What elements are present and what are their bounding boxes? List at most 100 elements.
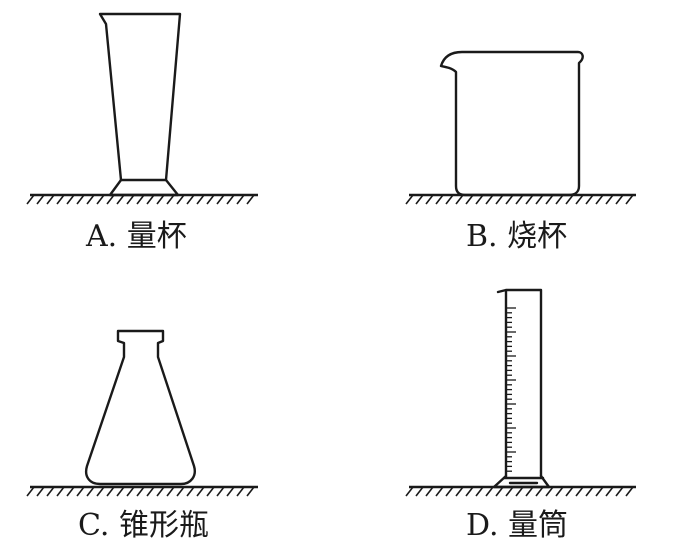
ground-hatch-mark: [56, 194, 65, 205]
ground-hatch-mark: [495, 486, 504, 497]
ground-hatch-mark: [605, 194, 614, 205]
ground-hatch-mark: [226, 486, 235, 497]
ground-hatch-mark: [116, 486, 125, 497]
ground-hatch-mark: [46, 486, 55, 497]
ground-hatch-mark: [56, 486, 65, 497]
ground-hatch-mark: [545, 194, 554, 205]
ground-hatch-mark: [36, 486, 45, 497]
ground-hatch-mark: [196, 194, 205, 205]
ground-hatch-mark: [136, 486, 145, 497]
ground-hatch-mark: [615, 194, 624, 205]
ground-hatch-mark: [186, 486, 195, 497]
ground-hatch-mark: [405, 486, 414, 497]
ground-hatch-mark: [166, 486, 175, 497]
ground-hatch-mark: [206, 194, 215, 205]
ground-hatch-mark: [216, 194, 225, 205]
ground-hatch-mark: [595, 486, 604, 497]
ground-hatch-mark: [465, 486, 474, 497]
ground-hatch-mark: [146, 194, 155, 205]
ground-hatch-mark: [36, 194, 45, 205]
ground-hatch-mark: [485, 194, 494, 205]
ground-hatch-mark: [76, 486, 85, 497]
ground-hatch-mark: [96, 486, 105, 497]
ground-hatch-mark: [86, 486, 95, 497]
ground-hatch-mark: [605, 486, 614, 497]
beaker-icon: [439, 50, 584, 197]
ground-line-b: [405, 193, 636, 205]
ground-hatch-mark: [465, 194, 474, 205]
ground-hatch-mark: [246, 194, 255, 205]
ground-hatch-mark: [86, 194, 95, 205]
ground-hatch-mark: [485, 486, 494, 497]
ground-hatch-mark: [585, 486, 594, 497]
ground-hatch-mark: [545, 486, 554, 497]
ground-hatch-mark: [555, 194, 564, 205]
caption-d: D. 量筒: [466, 508, 569, 543]
ground-hatch-mark: [206, 486, 215, 497]
ground-hatch-mark: [66, 194, 75, 205]
ground-hatch-mark: [565, 194, 574, 205]
option-c-panel: [26, 329, 258, 497]
ground-hatch-mark: [565, 486, 574, 497]
ground-hatch-mark: [505, 194, 514, 205]
ground-hatch-mark: [425, 486, 434, 497]
ground-hatch-mark: [236, 486, 245, 497]
ground-hatch-mark: [505, 486, 514, 497]
ground-hatch-mark: [176, 486, 185, 497]
ground-hatch-mark: [615, 486, 624, 497]
ground-hatch-mark: [575, 194, 584, 205]
option-a-panel: [26, 12, 258, 205]
ground-hatch-mark: [246, 486, 255, 497]
ground-hatch-mark: [196, 486, 205, 497]
ground-hatch-mark: [535, 486, 544, 497]
ground-hatch-mark: [156, 194, 165, 205]
ground-hatch-mark: [455, 194, 464, 205]
ground-hatch-mark: [126, 194, 135, 205]
ground-hatch-mark: [415, 486, 424, 497]
ground-hatch-mark: [405, 194, 414, 205]
ground-hatch-mark: [415, 194, 424, 205]
ground-hatch-mark: [146, 486, 155, 497]
ground-hatch-mark: [515, 486, 524, 497]
ground-hatch-mark: [226, 194, 235, 205]
ground-hatch-mark: [26, 486, 35, 497]
ground-hatch-mark: [585, 194, 594, 205]
ground-hatch-mark: [515, 194, 524, 205]
ground-hatch-mark: [166, 194, 175, 205]
caption-b: B. 烧杯: [466, 219, 568, 254]
ground-hatch-mark: [116, 194, 125, 205]
caption-c: C. 锥形瓶: [78, 508, 209, 543]
ground-hatch-mark: [26, 194, 35, 205]
ground-hatch-mark: [445, 194, 454, 205]
ground-line-a: [26, 193, 258, 205]
ground-hatch-mark: [176, 194, 185, 205]
measuring-cup-icon: [98, 12, 182, 197]
ground-hatch-mark: [106, 194, 115, 205]
ground-hatch-mark: [236, 194, 245, 205]
graduated-cylinder-icon: [492, 288, 551, 489]
ground-hatch-mark: [66, 486, 75, 497]
ground-hatch-mark: [625, 194, 634, 205]
ground-hatch-mark: [455, 486, 464, 497]
ground-hatch-mark: [216, 486, 225, 497]
ground-hatch-mark: [136, 194, 145, 205]
ground-hatch-mark: [445, 486, 454, 497]
ground-hatch-mark: [595, 194, 604, 205]
conical-flask-icon: [85, 329, 196, 486]
ground-hatch-mark: [525, 194, 534, 205]
ground-hatch-mark: [625, 486, 634, 497]
ground-hatch-mark: [106, 486, 115, 497]
caption-a: A. 量杯: [86, 219, 187, 254]
ground-hatch-mark: [96, 194, 105, 205]
ground-hatch-mark: [435, 486, 444, 497]
ground-line-c: [26, 485, 258, 497]
ground-hatch-mark: [156, 486, 165, 497]
ground-hatch-mark: [475, 194, 484, 205]
ground-hatch-mark: [555, 486, 564, 497]
ground-hatch-mark: [46, 194, 55, 205]
ground-hatch-mark: [126, 486, 135, 497]
ground-hatch-mark: [475, 486, 484, 497]
ground-hatch-mark: [425, 194, 434, 205]
ground-hatch-mark: [495, 194, 504, 205]
